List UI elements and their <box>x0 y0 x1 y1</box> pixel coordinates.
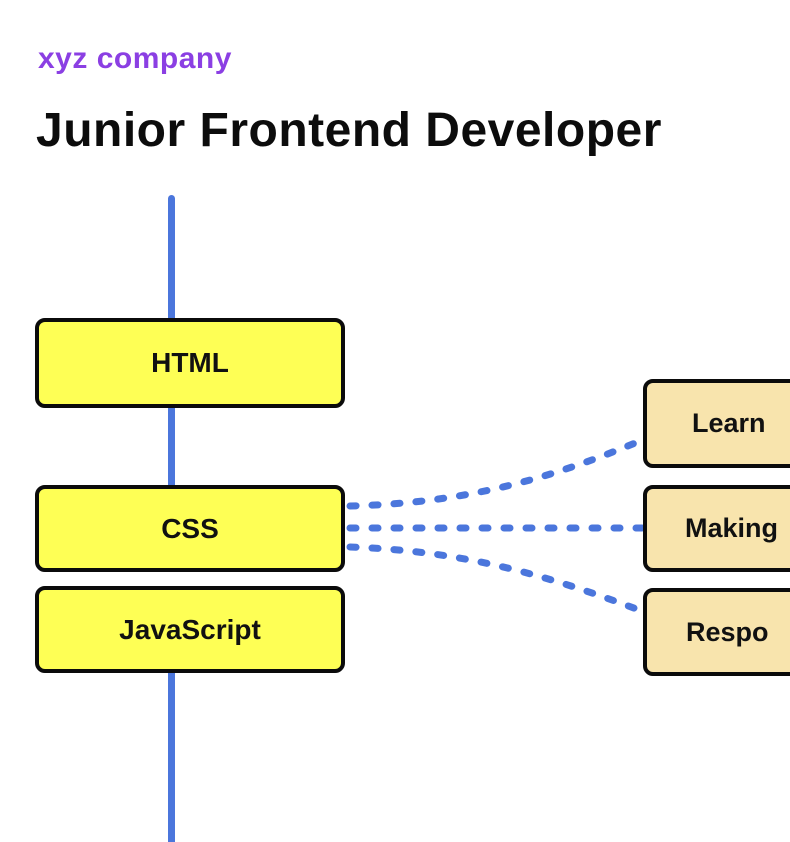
subtopic-node-making[interactable]: Making <box>643 485 790 572</box>
company-brand-label: xyz company <box>38 42 232 75</box>
topic-node-javascript-label: JavaScript <box>119 613 261 645</box>
subtopic-node-respo[interactable]: Respo <box>643 588 790 676</box>
subtopic-node-learn[interactable]: Learn <box>643 379 790 468</box>
connector-css-to-subtopic-3 <box>346 543 651 617</box>
topic-node-html-label: HTML <box>151 347 229 378</box>
topic-node-javascript[interactable]: JavaScript <box>35 586 345 673</box>
page-title: Junior Frontend Developer <box>36 104 662 157</box>
topic-node-css[interactable]: CSS <box>35 485 345 572</box>
connector-css-to-subtopic-1 <box>346 434 651 510</box>
subtopic-node-making-label: Making <box>685 513 779 543</box>
roadmap-spine-line-bottom <box>168 600 175 842</box>
subtopic-node-learn-label: Learn <box>692 408 766 438</box>
topic-node-css-label: CSS <box>161 512 219 544</box>
subtopic-node-respo-label: Respo <box>686 616 769 647</box>
topic-node-html[interactable]: HTML <box>35 318 345 408</box>
